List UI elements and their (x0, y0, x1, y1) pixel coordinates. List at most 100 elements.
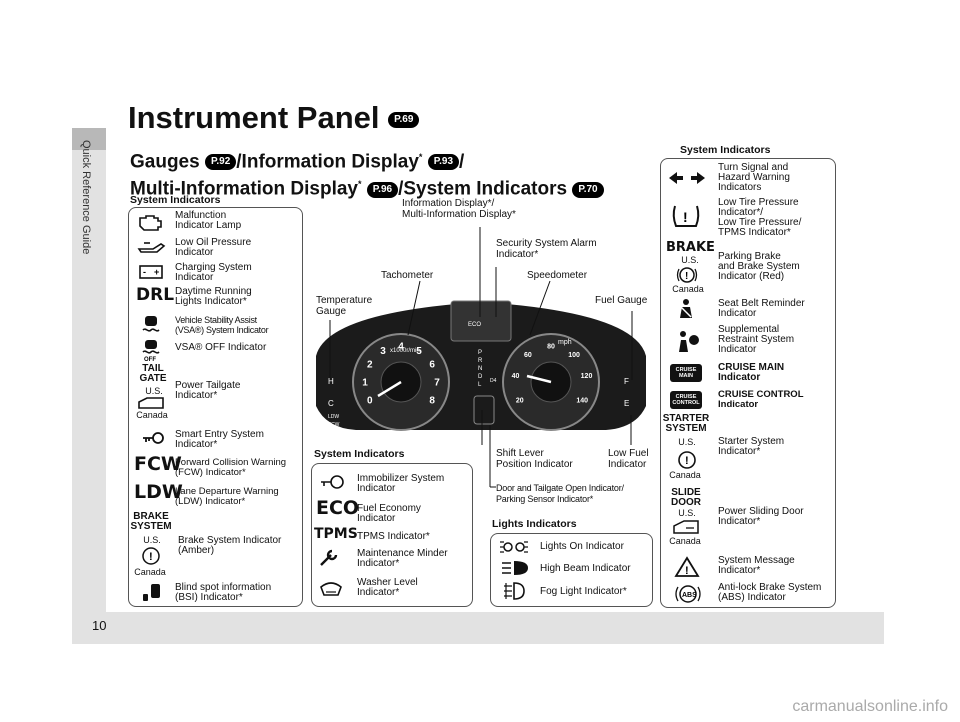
slash: / (459, 151, 465, 173)
svg-text:+: + (154, 267, 159, 277)
callout-lines (329, 227, 633, 488)
list-item: ABS (674, 582, 702, 606)
list-item (136, 212, 164, 232)
wrench-icon (320, 549, 338, 566)
abs-label: Anti-lock Brake System (ABS) Indicator (718, 582, 822, 603)
lights-box-label: Lights Indicators (492, 518, 577, 530)
brake-canada-icon: ! (142, 547, 160, 565)
multi-info-page-ref[interactable]: P.96 (366, 181, 399, 198)
middle-box-label: System Indicators (314, 448, 405, 460)
list-item (674, 298, 698, 320)
svg-text:OFF: OFF (144, 357, 156, 362)
callout-door-tailgate: Door and Tailgate Open Indicator/ Parkin… (496, 483, 624, 504)
vsa-label: Vehicle Stability Assist (VSA®) System I… (175, 315, 269, 335)
svg-text:!: ! (149, 551, 153, 563)
fcw-tell: FCW (328, 422, 340, 428)
bsi-icon (143, 584, 160, 601)
callout-info-display: Information Display*/ Multi-Information … (402, 198, 516, 220)
list-item (318, 473, 346, 491)
eco-icon: ECO (316, 497, 360, 519)
cruise-main-label: CRUISE MAIN Indicator (718, 362, 785, 383)
side-label: Quick Reference Guide (80, 140, 92, 255)
starter-canada-icon: ! (678, 451, 696, 469)
washer-icon (320, 582, 342, 596)
speed-tick: 40 (512, 373, 520, 380)
svg-text:!: ! (685, 455, 689, 467)
list-item: TPMS (314, 527, 358, 541)
slide-door-canada-icon (673, 520, 699, 534)
turn-signal-label: Turn Signal and Hazard Warning Indicator… (718, 162, 790, 193)
vsa-off-label: VSA® OFF Indicator (175, 342, 267, 353)
list-item (318, 577, 344, 599)
ldw-icon: LDW (134, 481, 183, 503)
starter-system-icon: STARTER SYSTEM (662, 413, 710, 434)
list-item (502, 581, 528, 601)
tire-pressure-icon: ! (672, 205, 700, 227)
speed-tick: 120 (581, 373, 593, 380)
list-item (674, 330, 700, 354)
list-item: ! (674, 556, 700, 578)
list-item: CRUISE MAIN (670, 364, 702, 382)
tailgate-icon: TAIL GATE (139, 363, 167, 384)
starter-system-label: Starter System Indicator* (718, 436, 785, 457)
right-box-label: System Indicators (680, 144, 771, 156)
svg-text:-: - (143, 267, 146, 277)
us-label: U.S. (678, 437, 696, 447)
lights-on-icon (500, 541, 528, 553)
canada-label: Canada (672, 284, 704, 294)
drl-label: Daytime Running Lights Indicator* (175, 286, 252, 307)
system-message-icon: ! (674, 556, 700, 577)
system-message-label: System Message Indicator* (718, 555, 795, 576)
us-label: U.S. (145, 386, 163, 396)
page-title: Instrument Panel P.69 (128, 100, 420, 136)
system-indicators-page-ref[interactable]: P.70 (572, 181, 604, 198)
list-item: DRL (136, 287, 174, 304)
canada-label: Canada (669, 536, 701, 546)
info-display-heading: /Information Display (236, 151, 419, 173)
display-eco: ECO (468, 322, 481, 328)
fuel-f: F (624, 377, 629, 386)
callout-fuel-gauge: Fuel Gauge (595, 295, 648, 306)
us-label: U.S. (681, 255, 699, 265)
list-item: OFF (140, 338, 162, 362)
list-item (140, 582, 166, 604)
washer-label: Washer Level Indicator* (357, 577, 418, 598)
tach-tick: 0 (367, 395, 373, 406)
oil-pressure-label: Low Oil Pressure Indicator (175, 237, 252, 258)
brake-canada-icon: ! (676, 267, 698, 283)
side-tab (72, 128, 106, 150)
tach-unit: x1000r/min (390, 348, 420, 354)
us-label: U.S. (143, 535, 161, 545)
tailgate-canada-icon (138, 397, 164, 409)
list-item (498, 539, 530, 555)
section-heading: Gauges P.92/Information Display* P.93/ M… (130, 146, 604, 201)
seat-belt-label: Seat Belt Reminder Indicator (718, 298, 805, 319)
ldw-tell: LDW (328, 414, 339, 420)
fuel-e: E (624, 399, 629, 408)
page-title-text: Instrument Panel (128, 100, 380, 135)
bsi-label: Blind spot information (BSI) Indicator* (175, 582, 272, 603)
info-display-page-ref[interactable]: P.93 (427, 154, 460, 171)
ldw-label: Lane Departure Warning (LDW) Indicator* (175, 486, 279, 507)
left-box-label: System Indicators (130, 194, 221, 206)
tire-pressure-label: Low Tire Pressure Indicator*/ Low Tire P… (718, 197, 802, 238)
immobilizer-icon (321, 475, 344, 489)
list-item (667, 170, 707, 186)
list-item (140, 313, 162, 335)
list-item (318, 548, 344, 568)
gauges-page-ref[interactable]: P.92 (204, 154, 237, 171)
parking-brake-label: Parking Brake and Brake System Indicator… (718, 251, 800, 282)
tach-tick: 3 (380, 346, 386, 357)
airbag-label: Supplemental Restraint System Indicator (718, 324, 795, 355)
malfunction-label: Malfunction Indicator Lamp (175, 210, 242, 231)
vsa-icon (142, 316, 160, 332)
title-page-ref[interactable]: P.69 (388, 111, 420, 128)
cruise-control-label: CRUISE CONTROL Indicator (718, 389, 804, 410)
tach-tick: 7 (434, 377, 440, 388)
brake-icon: BRAKE (666, 240, 715, 255)
list-item (500, 559, 530, 577)
gear-letter: N (478, 366, 482, 372)
list-item: FCW (134, 455, 182, 474)
